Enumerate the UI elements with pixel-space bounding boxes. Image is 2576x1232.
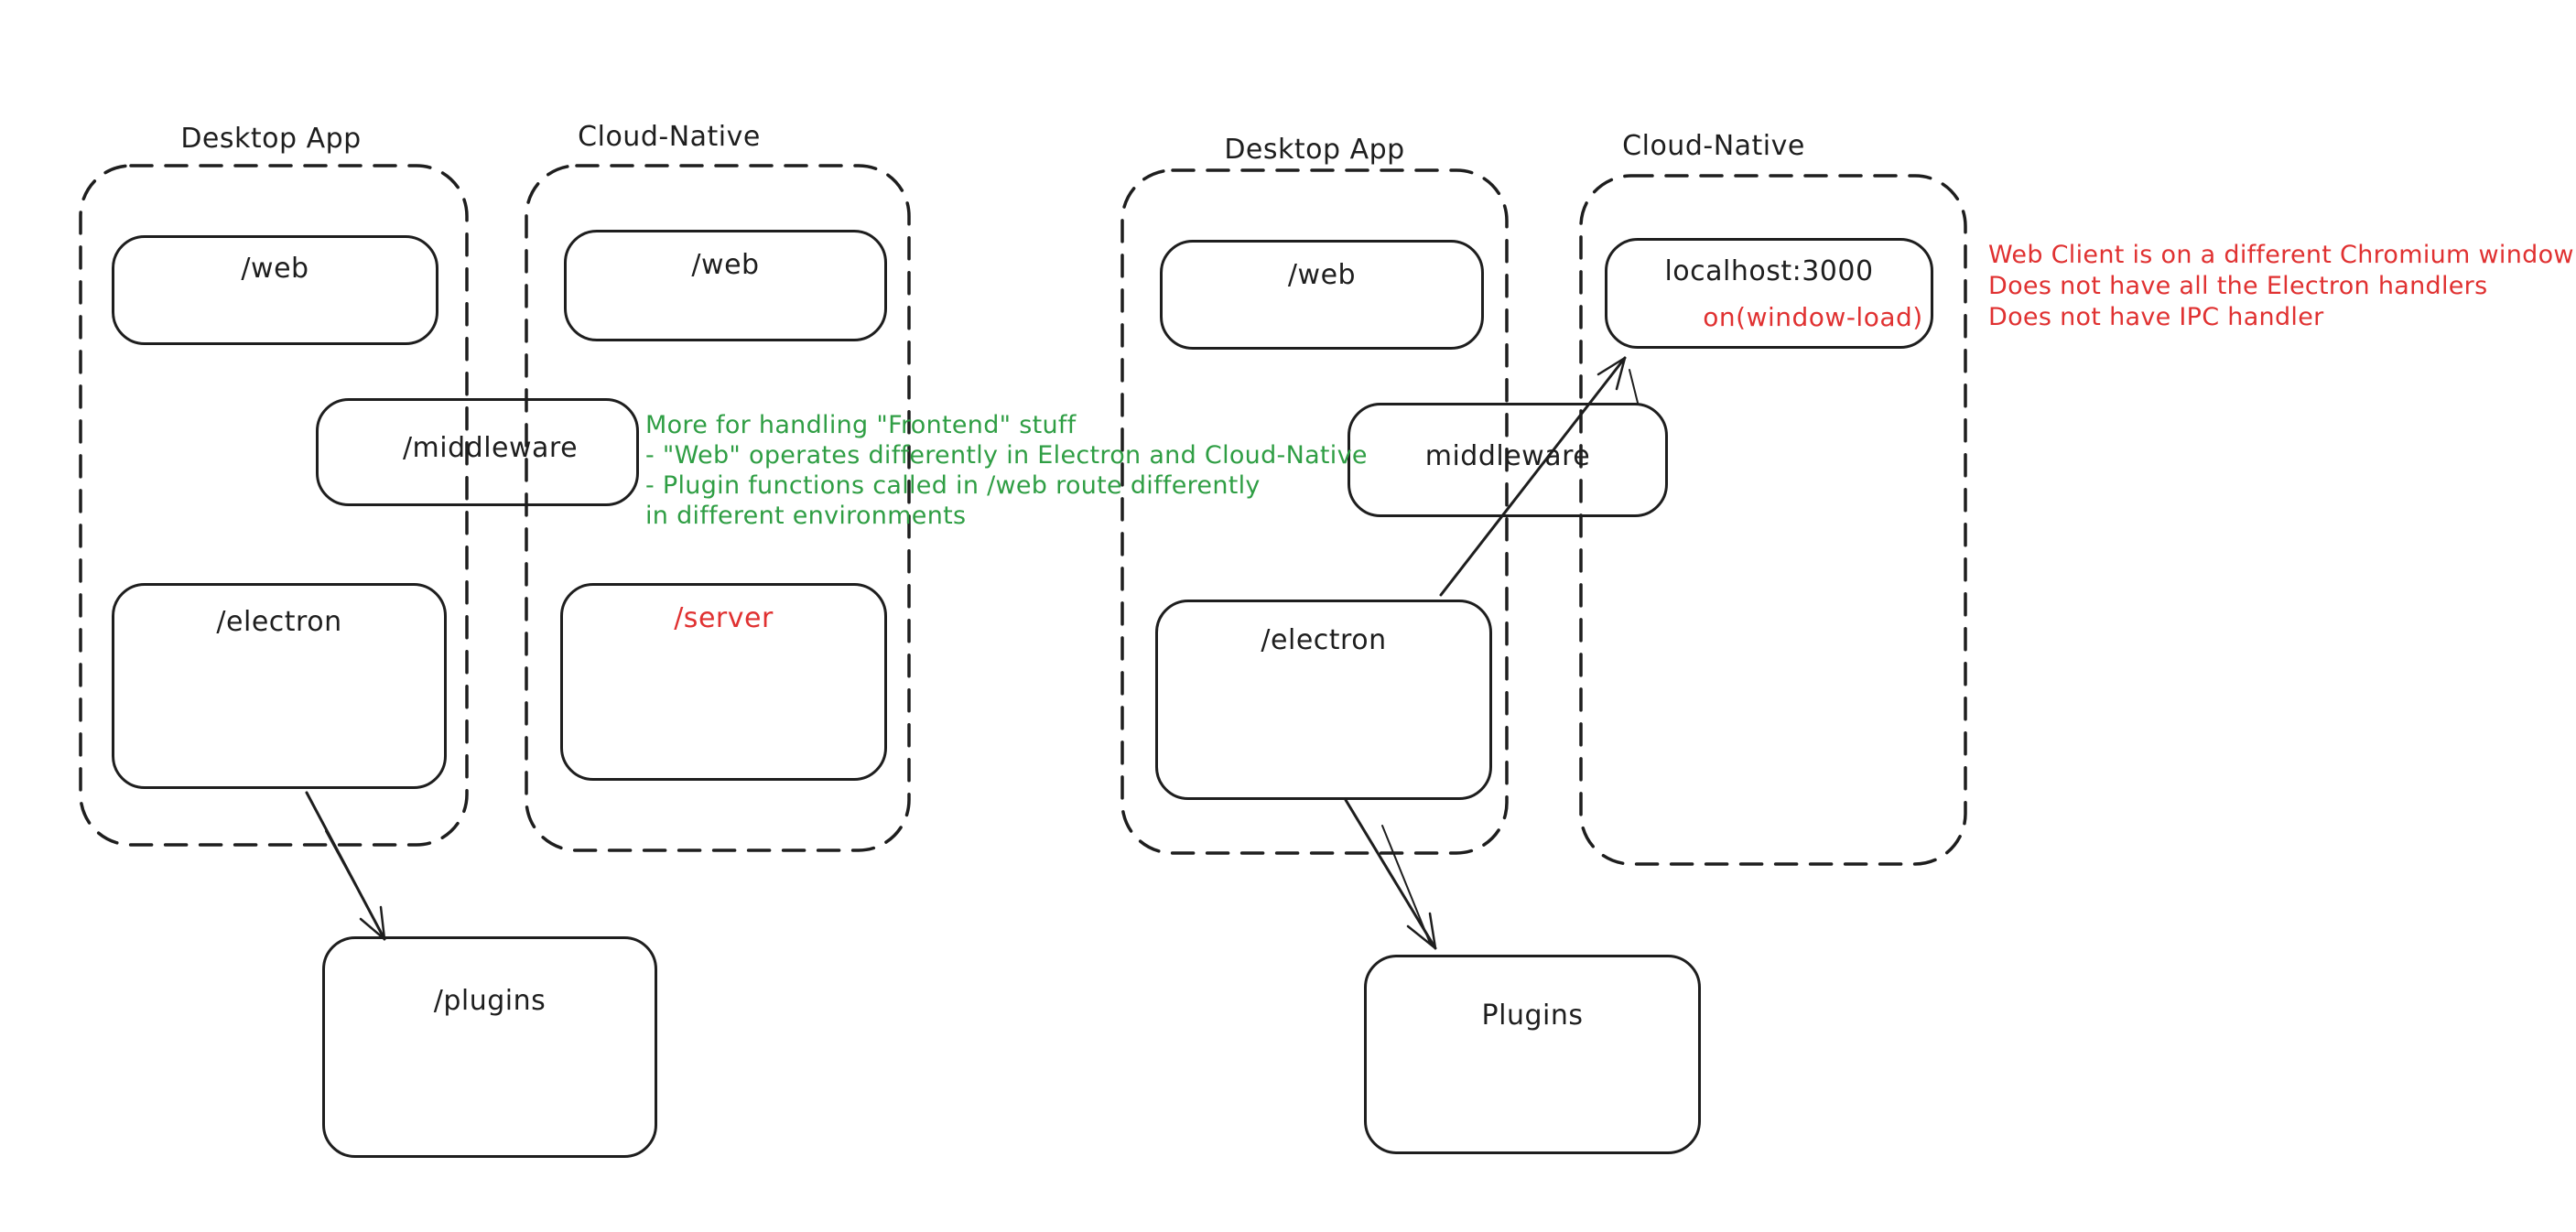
left-electron-label: /electron <box>216 606 342 638</box>
note-line: More for handling "Frontend" stuff <box>645 411 1077 439</box>
left-middleware-label: /middleware <box>402 432 579 464</box>
left-plugins-label: /plugins <box>433 985 547 1017</box>
note-line: Web Client is on a different Chromium wi… <box>1988 241 2574 269</box>
right-desktop-app-container <box>1120 168 1509 855</box>
right-electron-node: /electron <box>1155 600 1492 800</box>
right-localhost-title: localhost:3000 <box>1664 255 1874 287</box>
left-server-node: /server <box>560 583 887 781</box>
left-web-desktop-node: /web <box>112 235 438 345</box>
right-plugins-node: Plugins <box>1364 955 1701 1154</box>
right-web-desktop-label: /web <box>1287 259 1357 291</box>
left-green-note: More for handling "Frontend" stuff - "We… <box>645 410 1368 531</box>
left-plugins-node: /plugins <box>322 936 657 1158</box>
left-web-cloud-node: /web <box>564 230 887 341</box>
left-middleware-node: /middleware <box>316 398 639 506</box>
note-line: - "Web" operates differently in Electron… <box>645 441 1368 470</box>
left-desktop-app-label: Desktop App <box>180 123 362 155</box>
right-localhost-event-label: on(window-load) <box>1703 302 1923 332</box>
left-electron-node: /electron <box>112 583 447 789</box>
right-cloud-native-label: Cloud-Native <box>1622 130 1805 162</box>
right-plugins-label: Plugins <box>1481 1000 1584 1032</box>
left-cloud-native-label: Cloud-Native <box>578 121 761 153</box>
right-red-note: Web Client is on a different Chromium wi… <box>1988 240 2574 333</box>
left-cloud-native-container <box>525 164 911 852</box>
left-server-label: /server <box>674 602 774 634</box>
note-line: Does not have IPC handler <box>1988 303 2324 331</box>
right-localhost-node: localhost:3000 on(window-load) <box>1605 238 1933 349</box>
left-web-cloud-label: /web <box>691 249 760 281</box>
note-line: in different environments <box>645 502 967 530</box>
left-web-desktop-label: /web <box>241 253 309 285</box>
right-middleware-node: middleware <box>1348 403 1668 517</box>
note-line: - Plugin functions called in /web route … <box>645 471 1261 500</box>
right-middleware-label: middleware <box>1424 440 1591 472</box>
note-line: Does not have all the Electron handlers <box>1988 272 2488 300</box>
right-web-desktop-node: /web <box>1160 240 1484 350</box>
left-desktop-app-container <box>79 164 469 847</box>
right-desktop-app-label: Desktop App <box>1224 134 1405 166</box>
right-electron-label: /electron <box>1261 624 1387 656</box>
